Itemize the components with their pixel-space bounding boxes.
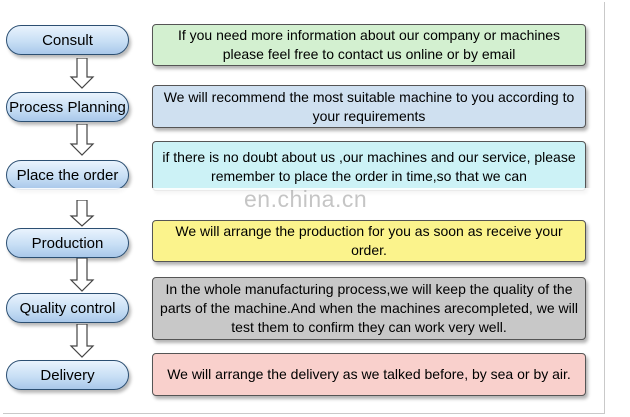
down-arrow-icon — [69, 200, 95, 227]
down-arrow-icon — [69, 324, 95, 358]
step-production: Production — [6, 228, 129, 258]
step-text: If you need more information about our c… — [177, 27, 561, 62]
step-description-process-planning: We will recommend the most suitable mach… — [152, 85, 586, 128]
watermark-band — [0, 188, 604, 212]
step-text: We will recommend the most suitable mach… — [163, 88, 575, 124]
step-text: In the whole manufacturing process,we wi… — [160, 281, 578, 335]
step-label: Production — [31, 234, 104, 252]
step-label: Delivery — [40, 366, 95, 384]
step-text: if there is no doubt about us ,our machi… — [162, 149, 576, 184]
step-label: Process Planning — [9, 98, 126, 116]
step-text: We will arrange the production for you a… — [175, 223, 563, 258]
step-consult: Consult — [6, 25, 129, 55]
step-place-the-order: Place the order — [6, 160, 129, 190]
down-arrow-icon — [69, 124, 95, 156]
step-label: Place the order — [16, 166, 119, 184]
step-description-quality-control: In the whole manufacturing process,we wi… — [152, 277, 586, 340]
step-label: Quality control — [19, 299, 116, 317]
step-description-consult: If you need more information about our c… — [152, 24, 586, 66]
step-description-place-the-order: if there is no doubt about us ,our machi… — [152, 141, 586, 191]
step-quality-control: Quality control — [6, 293, 129, 323]
step-delivery: Delivery — [6, 360, 129, 390]
down-arrow-icon — [69, 258, 95, 292]
down-arrow-icon — [69, 58, 95, 89]
step-text: We will arrange the delivery as we talke… — [167, 366, 571, 382]
step-process-planning: Process Planning — [6, 92, 129, 122]
step-description-production: We will arrange the production for you a… — [152, 220, 586, 262]
step-label: Consult — [42, 31, 93, 49]
step-description-delivery: We will arrange the delivery as we talke… — [152, 353, 586, 396]
